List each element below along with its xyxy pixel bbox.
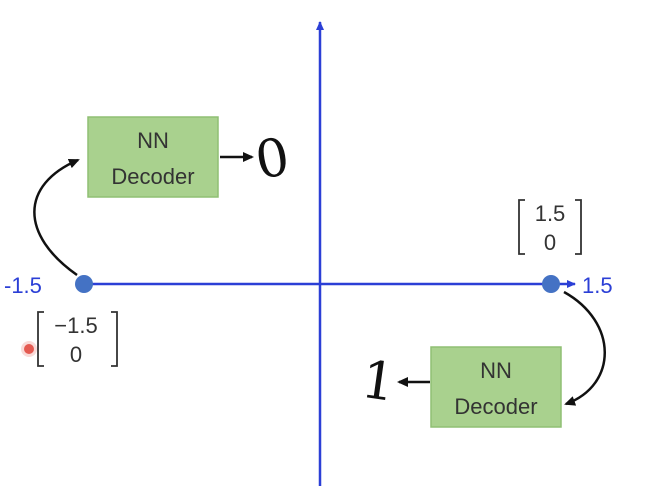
upper-output-digit: 0 [251,127,294,192]
x-axis-right-label: 1.5 [582,273,613,298]
left-vector-left-bracket [37,311,44,367]
left-vector-top: −1.5 [54,313,97,338]
right-vector: 1.5 0 [518,199,582,255]
upper-decoder-box: NN Decoder [87,116,219,198]
point-right [542,275,560,293]
upper-decoder-line1: NN [137,128,169,153]
right-vector-left-bracket [518,199,525,255]
right-vector-top: 1.5 [535,201,566,226]
left-vector-right-bracket [111,311,118,367]
left-vector-bottom: 0 [70,342,82,367]
right-point-to-decoder-arrow [563,290,606,406]
lower-decoder-line1: NN [480,358,512,383]
lower-output-digit: 1 [358,350,399,414]
lower-decoder-line2: Decoder [454,394,537,419]
right-vector-bottom: 0 [544,230,556,255]
point-left [75,275,93,293]
lower-decoder-box: NN Decoder [430,346,562,428]
left-point-to-decoder-arrow [33,158,80,277]
laser-pointer-glow [21,341,37,357]
upper-decoder-line2: Decoder [111,164,194,189]
x-axis-left-label: -1.5 [4,273,42,298]
laser-pointer-dot [24,344,34,354]
left-vector: −1.5 0 [37,311,118,367]
right-vector-right-bracket [575,199,582,255]
